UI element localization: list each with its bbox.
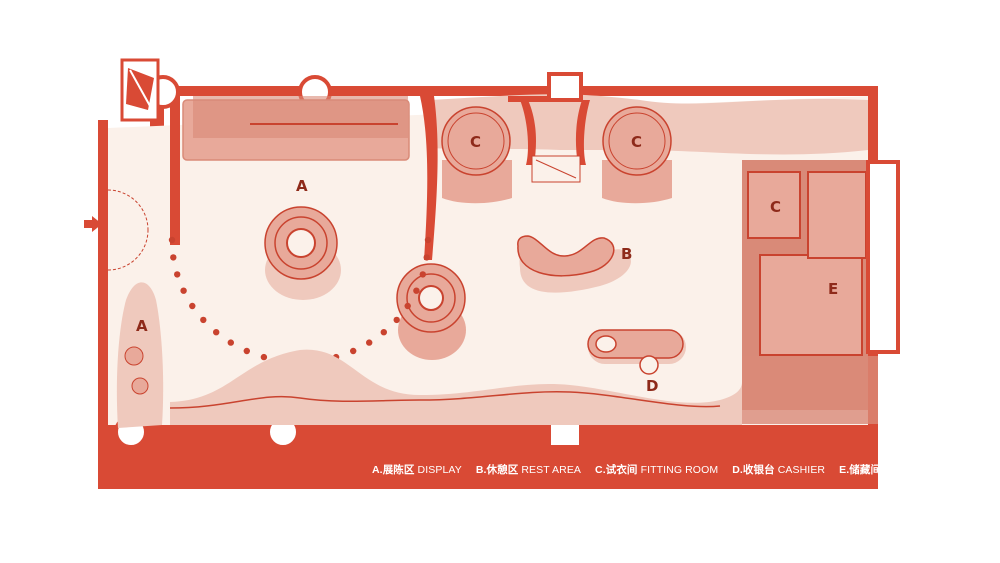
partition-dot: [243, 347, 250, 355]
entrance-arrow-bar: [84, 220, 92, 228]
zone-label-d: D: [646, 377, 658, 395]
legend-item-rest: B.休憩区 REST AREA: [475, 464, 582, 476]
legend-item-cashier: D.收银台 CASHIER: [732, 464, 826, 476]
display-shelf-top: [182, 96, 410, 161]
zone-label-c-3: C: [770, 198, 781, 216]
corner-stair: [120, 58, 160, 122]
zone-label-c-2: C: [631, 133, 642, 151]
legend-item-display: A.展陈区 DISPLAY: [372, 464, 462, 476]
zone-label-a-side: A: [136, 317, 148, 335]
partition-dot: [180, 287, 187, 294]
partition-dot: [227, 339, 234, 346]
storage-room: [742, 160, 900, 424]
partition-dot: [424, 236, 432, 244]
center-door: [531, 155, 581, 183]
partition-dot: [170, 254, 177, 261]
zone-label-e: E: [828, 280, 838, 298]
winding-rail: [169, 390, 721, 409]
interior-walls: [108, 96, 878, 431]
partition-dot: [189, 302, 196, 310]
partition-dot: [213, 329, 220, 336]
entrance-door: [107, 189, 149, 271]
zone-label-a-main: A: [296, 177, 308, 195]
display-table-1: [264, 206, 341, 300]
entrance-arrow-icon: [92, 216, 102, 232]
partition-dot: [174, 271, 181, 278]
partition-dot: [413, 287, 420, 294]
winding-path: [170, 349, 742, 425]
legend-item-storage: E.储藏间 STORAGE: [839, 464, 936, 476]
legend-item-fitting: C.试衣间 FITTING ROOM: [595, 464, 719, 476]
partition-dot: [260, 353, 268, 361]
partition-dot: [423, 254, 430, 261]
rest-sofa: [517, 235, 631, 293]
partition-dot: [168, 236, 176, 244]
display-table-2: [396, 263, 466, 360]
side-display: [116, 282, 164, 428]
partition-dot: [404, 302, 411, 310]
bottom-wall-band: [98, 425, 878, 489]
partition-dot: [366, 339, 373, 346]
cashier-counter: [587, 329, 686, 375]
partition-dot: [200, 316, 207, 324]
zone-label-c-1: C: [470, 133, 481, 151]
legend: A.展陈区 DISPLAY B.休憩区 REST AREA C.试衣间 FITT…: [372, 462, 936, 477]
fitting-room-2: [602, 106, 672, 204]
partition-dot: [380, 329, 387, 336]
partition-dot: [419, 271, 426, 278]
partition-dot: [350, 347, 357, 355]
partition-dot: [393, 316, 400, 324]
zone-label-b: B: [621, 245, 632, 263]
fitting-room-1: [441, 106, 512, 204]
